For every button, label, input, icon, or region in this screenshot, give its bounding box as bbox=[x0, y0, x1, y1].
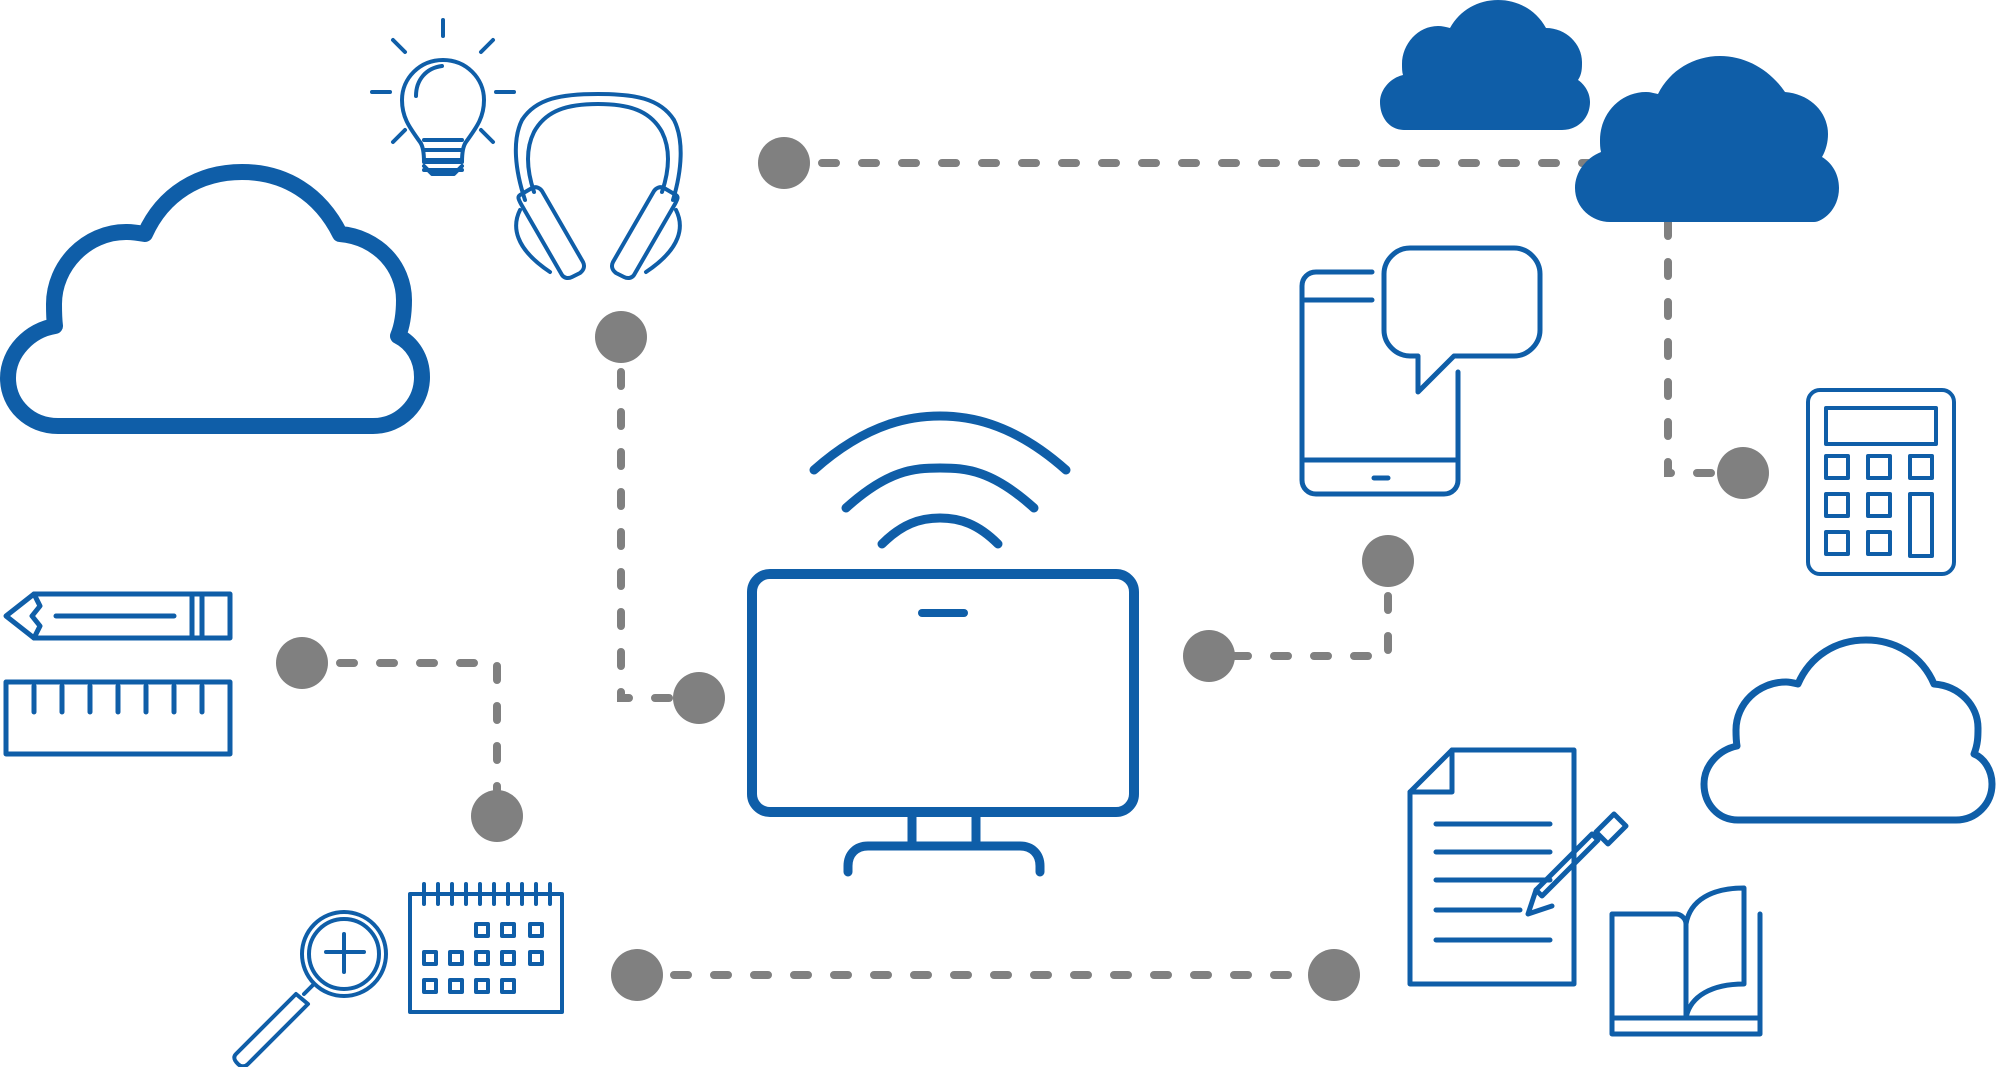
node-top bbox=[758, 137, 810, 189]
cloud-filled-icon bbox=[1380, 0, 1590, 130]
connector-monitor-phone bbox=[1230, 588, 1392, 660]
cloud-outline-icon bbox=[0, 164, 430, 434]
connector-cloud-calculator bbox=[1664, 218, 1724, 477]
calculator-icon bbox=[1806, 388, 1956, 576]
connector-pencil-calendar bbox=[336, 659, 501, 794]
headphones-icon bbox=[513, 92, 683, 281]
node-calendar-right bbox=[611, 949, 663, 1001]
document-pencil-icon bbox=[1407, 747, 1629, 987]
node-headphones bbox=[595, 311, 647, 363]
book-icon bbox=[1609, 885, 1763, 1037]
node-calculator bbox=[1717, 447, 1769, 499]
cloud-filled-large-icon bbox=[1575, 56, 1839, 222]
node-document bbox=[1308, 949, 1360, 1001]
ruler-icon bbox=[3, 679, 233, 757]
connectors bbox=[336, 159, 1724, 979]
cloud-outline-right-icon bbox=[1700, 636, 1996, 824]
connector-headphones-monitor bbox=[617, 368, 680, 702]
node-phone bbox=[1362, 535, 1414, 587]
node-monitor-left bbox=[673, 672, 725, 724]
calendar-icon bbox=[408, 882, 564, 1014]
pencil-icon bbox=[3, 591, 233, 641]
node-pencil bbox=[276, 637, 328, 689]
smartphone-chat-icon bbox=[1299, 245, 1543, 497]
lightbulb-icon bbox=[370, 18, 516, 176]
connector-nodes bbox=[276, 137, 1769, 1001]
magnifier-icon bbox=[232, 910, 388, 1067]
node-calendar-top bbox=[471, 790, 523, 842]
node-monitor-right bbox=[1183, 630, 1235, 682]
monitor-wifi-icon bbox=[747, 411, 1139, 877]
